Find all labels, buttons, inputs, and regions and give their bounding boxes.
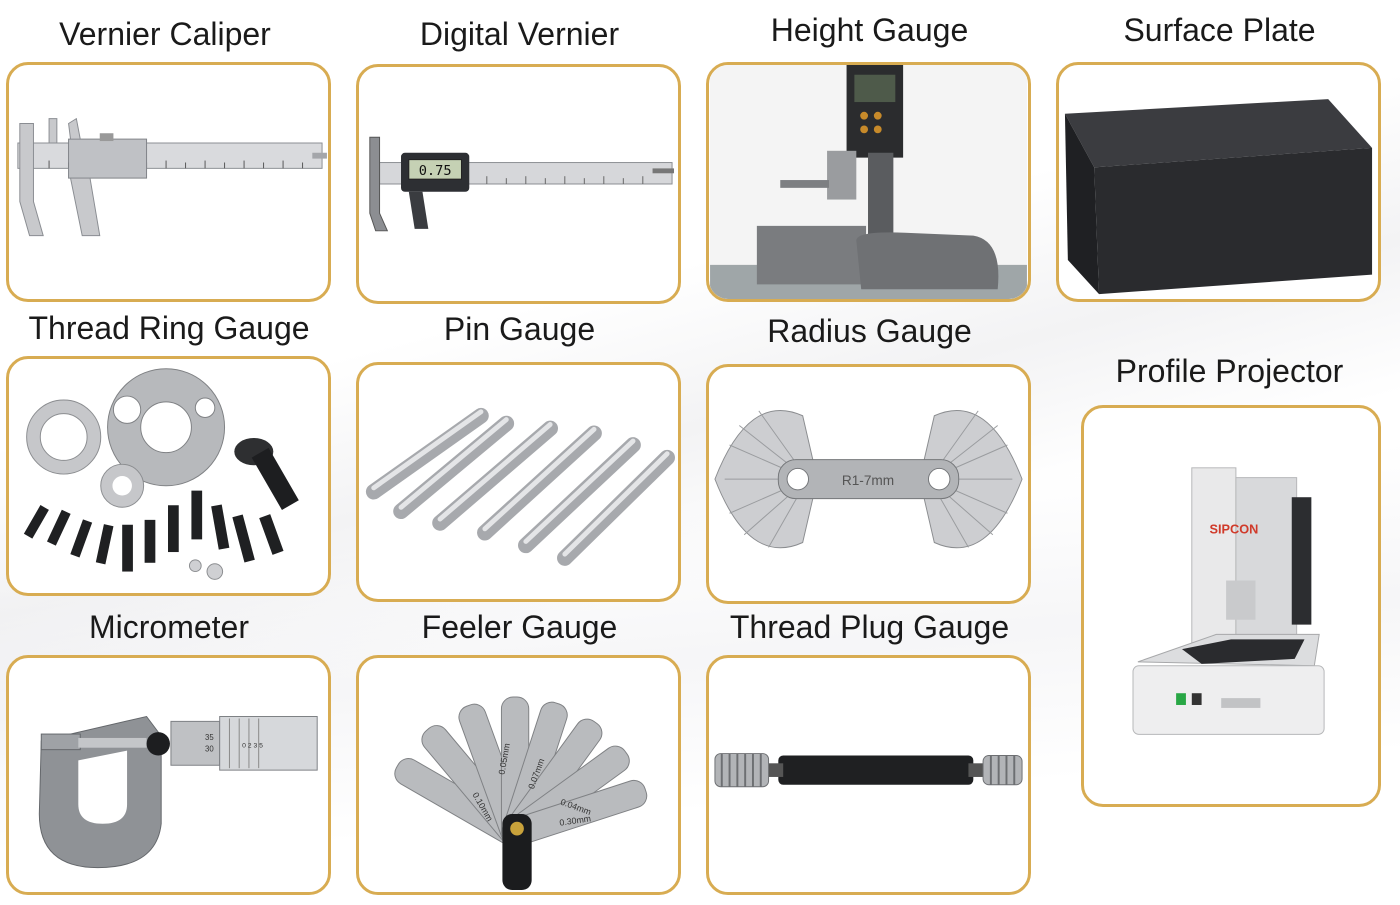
digital-vernier-icon: [369, 136, 675, 232]
thread-ring-gauge-icon: [23, 368, 299, 580]
card-micrometer[interactable]: 35 30 0 2 3 5: [6, 655, 331, 895]
card-pin-gauge[interactable]: [356, 362, 681, 602]
label-micrometer: Micrometer: [88, 609, 249, 645]
label-surface-plate: Surface Plate: [1123, 12, 1316, 48]
label-height-gauge: Height Gauge: [770, 12, 969, 48]
profile-projector-icon: [1132, 467, 1325, 735]
card-radius-gauge[interactable]: R1-7mm: [706, 364, 1031, 604]
feeler-mark-5: 0.30mm: [559, 813, 592, 827]
micrometer-icon: [38, 715, 318, 869]
label-feeler-gauge: Feeler Gauge: [421, 609, 618, 645]
label-vernier-caliper: Vernier Caliper: [59, 16, 271, 52]
feeler-gauge-icon: [394, 696, 648, 891]
label-radius-gauge: Radius Gauge: [767, 313, 972, 349]
label-thread-plug-gauge: Thread Plug Gauge: [729, 609, 1010, 645]
label-digital-vernier: Digital Vernier: [419, 16, 620, 52]
card-surface-plate[interactable]: [1056, 62, 1381, 302]
micrometer-mark-upper: 35: [205, 733, 214, 742]
card-feeler-gauge[interactable]: 0.05mm 0.07mm 0.04mm 0.10mm 0.30mm: [356, 655, 681, 895]
card-thread-plug-gauge[interactable]: [706, 655, 1031, 895]
digital-vernier-display: 0.75: [419, 163, 452, 179]
micrometer-mark-lower: 30: [205, 745, 214, 754]
card-thread-ring-gauge[interactable]: [6, 356, 331, 596]
radius-gauge-engraving: R1-7mm: [842, 473, 894, 488]
label-profile-projector: Profile Projector: [1115, 353, 1344, 389]
surface-plate-icon: [1064, 99, 1373, 295]
label-pin-gauge: Pin Gauge: [443, 311, 596, 347]
radius-gauge-icon: [714, 410, 1023, 549]
height-gauge-icon: [710, 65, 1027, 299]
card-vernier-caliper[interactable]: [6, 62, 331, 302]
pin-gauge-icon: [365, 407, 675, 566]
vernier-caliper-icon: [17, 117, 327, 237]
micrometer-reading: 0 2 3 5: [242, 743, 263, 750]
label-thread-ring-gauge: Thread Ring Gauge: [28, 310, 310, 346]
projector-brand: SIPCON: [1210, 521, 1259, 536]
thread-plug-gauge-icon: [714, 753, 1023, 788]
card-height-gauge[interactable]: [706, 62, 1031, 302]
card-digital-vernier[interactable]: 0.75: [356, 64, 681, 304]
card-profile-projector[interactable]: SIPCON: [1081, 405, 1381, 807]
